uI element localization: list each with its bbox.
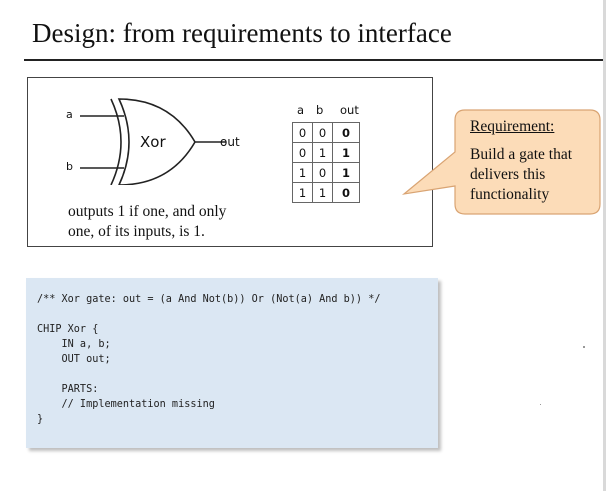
truth-header-b: b <box>316 103 324 117</box>
truth-header-a: a <box>297 103 305 117</box>
truth-cell: 1 <box>312 182 333 203</box>
code-line: IN a, b; <box>37 339 111 350</box>
truth-row: 0 1 1 <box>292 142 360 163</box>
title-divider <box>24 59 606 61</box>
callout-line-2: delivers this <box>470 166 546 183</box>
truth-row: 0 0 0 <box>292 122 360 143</box>
truth-cell: 0 <box>292 142 313 163</box>
truth-cell-out: 0 <box>332 182 360 203</box>
input-a-label: a <box>66 108 73 121</box>
truth-cell: 1 <box>292 162 313 183</box>
artifact-dot <box>583 346 585 348</box>
truth-row: 1 0 1 <box>292 162 360 183</box>
code-line: OUT out; <box>37 354 111 365</box>
output-label: out <box>220 135 240 149</box>
code-line: // Implementation missing <box>37 399 215 410</box>
xor-gate-body <box>117 98 196 185</box>
hdl-code: /** Xor gate: out = (a And Not(b)) Or (N… <box>37 292 380 427</box>
callout-line-1: Build a gate that <box>470 146 573 163</box>
caption-line-1: outputs 1 if one, and only <box>68 203 227 220</box>
truth-cell: 0 <box>292 122 313 143</box>
truth-cell: 0 <box>312 162 333 183</box>
artifact-dot <box>540 404 541 405</box>
callout-body: Build a gate that delivers this function… <box>470 145 572 205</box>
code-line <box>37 307 380 322</box>
caption-line-2: one, of its inputs, is 1. <box>68 223 205 240</box>
code-line: PARTS: <box>37 384 99 395</box>
input-b-label: b <box>66 160 73 173</box>
code-line: } <box>37 414 44 425</box>
truth-header-out: out <box>340 103 359 117</box>
code-line <box>37 367 380 382</box>
truth-cell-out: 0 <box>332 122 360 143</box>
truth-cell: 0 <box>312 122 333 143</box>
callout-line-3: functionality <box>470 186 550 203</box>
truth-cell: 1 <box>292 182 313 203</box>
truth-cell: 1 <box>312 142 333 163</box>
hdl-code-panel <box>26 278 438 448</box>
truth-cell-out: 1 <box>332 142 360 163</box>
truth-row: 1 1 0 <box>292 182 360 203</box>
slide-title: Design: from requirements to interface <box>32 18 452 48</box>
callout-bubble <box>401 109 601 215</box>
callout-title: Requirement: <box>470 118 555 135</box>
code-line: CHIP Xor { <box>37 324 99 335</box>
gate-name-label: Xor <box>140 133 166 151</box>
truth-table: 0 0 0 0 1 1 1 0 1 1 1 0 <box>292 122 360 203</box>
slide-edge <box>603 0 606 491</box>
truth-cell-out: 1 <box>332 162 360 183</box>
xor-gate-symbol <box>80 98 226 185</box>
gate-description: outputs 1 if one, and only one, of its i… <box>68 202 268 242</box>
xor-extra-curve <box>110 98 122 185</box>
code-line: /** Xor gate: out = (a And Not(b)) Or (N… <box>37 294 381 305</box>
requirement-diagram-panel <box>27 77 433 247</box>
requirement-callout-shape <box>401 109 601 215</box>
